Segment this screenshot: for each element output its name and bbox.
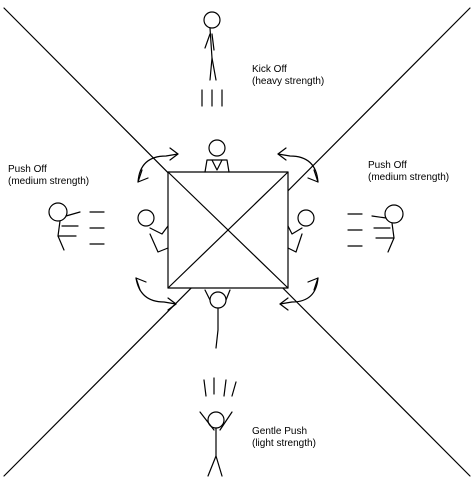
- right-swimmer-icon: [287, 209, 315, 253]
- push-off-right-label: Push Off (medium strength): [368, 160, 449, 184]
- right-stick-figure-icon: [371, 204, 404, 253]
- top-swimmer-icon: [204, 139, 230, 173]
- kick-off-strength: (heavy strength): [252, 76, 325, 87]
- bottom-motion-lines-icon: [203, 377, 237, 397]
- bottom-stick-figure-icon: [199, 411, 233, 477]
- bottom-right-curved-arrow-icon: [279, 277, 319, 311]
- push-off-left-label: Push Off (medium strength): [8, 164, 89, 188]
- gentle-push-strength: (light strength): [252, 438, 316, 449]
- kick-off-title: Kick Off: [252, 64, 287, 75]
- gentle-push-label: Gentle Push (light strength): [252, 426, 316, 450]
- left-motion-lines-icon: [89, 211, 105, 245]
- push-off-left-title: Push Off: [8, 164, 47, 175]
- push-off-left-strength: (medium strength): [8, 176, 90, 187]
- kick-off-label: Kick Off (heavy strength): [252, 64, 324, 88]
- left-stick-figure-icon: [48, 202, 81, 251]
- top-stick-figure-icon: [203, 11, 221, 81]
- right-motion-lines-icon: [347, 213, 363, 247]
- top-left-curved-arrow-icon: [137, 147, 179, 183]
- push-off-right-strength: (medium strength): [368, 172, 450, 183]
- gentle-push-title: Gentle Push: [252, 426, 308, 437]
- top-motion-lines-icon: [201, 89, 223, 107]
- square-diagonal-2: [167, 171, 289, 289]
- bottom-swimmer-icon: [204, 289, 231, 349]
- push-off-right-title: Push Off: [368, 160, 407, 171]
- top-right-curved-arrow-icon: [277, 147, 319, 183]
- left-swimmer-icon: [137, 209, 169, 253]
- bottom-left-curved-arrow-icon: [135, 277, 177, 311]
